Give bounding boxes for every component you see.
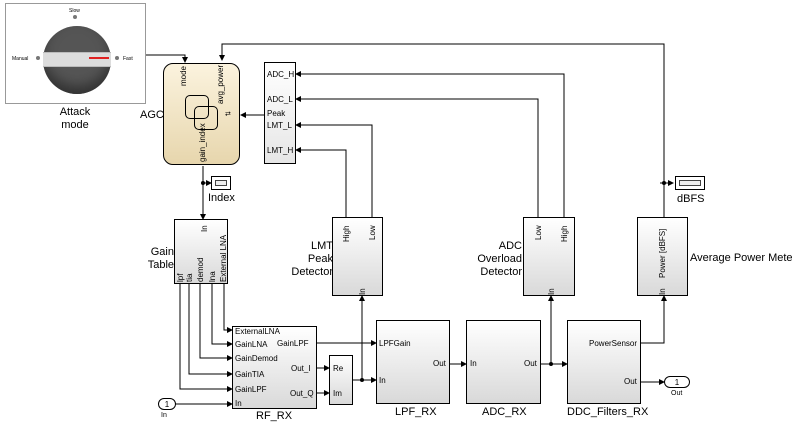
lmt-port-high: High bbox=[342, 225, 351, 242]
rf-rx-port-gain-tia: GainTIA bbox=[235, 370, 265, 379]
adc-detector-name: ADC Overload Detector bbox=[460, 240, 522, 279]
rf-rx-port-out-q: Out_Q bbox=[290, 389, 314, 398]
lpf-rx-port-in: In bbox=[379, 376, 386, 385]
attack-mode-knob-panel[interactable]: Slow Manual Fast bbox=[5, 3, 146, 104]
agc-port-avg-power: avg_power bbox=[216, 64, 225, 104]
peak-bus-block[interactable]: ADC_H ADC_L Peak LMT_L LMT_H bbox=[264, 62, 296, 164]
knob-slider-bar[interactable] bbox=[43, 52, 111, 67]
peak-port-lmt-l: LMT_L bbox=[267, 121, 292, 130]
inport-label: In bbox=[161, 412, 167, 419]
lmt-detector-name-line2: Peak bbox=[307, 253, 333, 265]
adc-detector-port-in: In bbox=[547, 288, 556, 295]
lpf-rx-block[interactable]: LPFGain In Out bbox=[376, 320, 450, 404]
rf-rx-port-in: In bbox=[235, 399, 242, 408]
complex-port-re: Re bbox=[333, 364, 344, 373]
ddc-filters-rx-name: DDC_Filters_RX bbox=[567, 406, 649, 418]
outport-label: Out bbox=[671, 390, 683, 397]
gain-table-block[interactable]: In lpf tia demod lna External LNA bbox=[174, 219, 228, 284]
knob-title-line1: Attack bbox=[59, 106, 91, 118]
lmt-detector-block[interactable]: High Low In bbox=[332, 217, 383, 296]
adc-rx-block[interactable]: In Out bbox=[466, 320, 541, 404]
rf-rx-port-gain-lpf-out: GainLPF bbox=[277, 339, 309, 348]
rf-rx-port-external-lna: ExternalLNA bbox=[235, 327, 280, 336]
index-scope-label: Index bbox=[208, 192, 235, 204]
adc-detector-name-line2: Overload bbox=[477, 253, 522, 265]
knob-fast-label: Fast bbox=[123, 56, 133, 62]
outport-number: 1 bbox=[674, 378, 680, 387]
power-meter-port-power: Power [dBFS] bbox=[658, 228, 667, 278]
outport-1[interactable]: 1 bbox=[664, 376, 690, 388]
lmt-detector-name: LMT Peak Detector bbox=[283, 240, 333, 279]
gain-table-port-tia: tia bbox=[185, 273, 194, 282]
knob-slow-dot bbox=[73, 15, 77, 19]
knob-manual-dot bbox=[36, 56, 40, 60]
knob-slow-label: Slow bbox=[69, 8, 80, 14]
agc-chart-block[interactable]: mode avg_power gain_index ⇄ bbox=[163, 63, 240, 165]
gain-table-name-line2: Table bbox=[147, 259, 174, 271]
agc-name: AGC bbox=[140, 109, 164, 121]
power-meter-port-in: In bbox=[658, 288, 667, 295]
peak-port-peak: Peak bbox=[267, 109, 286, 118]
ddc-port-power-sensor: PowerSensor bbox=[589, 339, 638, 348]
rf-rx-block[interactable]: ExternalLNA GainLNA GainDemod GainTIA Ga… bbox=[232, 326, 317, 409]
real-imag-to-complex-block[interactable]: Re Im bbox=[329, 355, 353, 405]
adc-detector-name-line3: Detector bbox=[480, 266, 522, 278]
adc-detector-name-line1: ADC bbox=[498, 240, 522, 252]
peak-port-adc-h: ADC_H bbox=[267, 70, 295, 79]
lpf-rx-port-gain: LPFGain bbox=[379, 339, 411, 348]
lmt-detector-name-line1: LMT bbox=[311, 240, 333, 252]
knob-title-line2: mode bbox=[61, 119, 89, 131]
lmt-port-in: In bbox=[358, 288, 367, 295]
adc-rx-port-in: In bbox=[470, 359, 477, 368]
lmt-port-low: Low bbox=[368, 225, 377, 240]
ddc-port-out: Out bbox=[624, 377, 637, 386]
rf-rx-port-gain-demod: GainDemod bbox=[235, 354, 278, 363]
complex-port-im: Im bbox=[333, 389, 342, 398]
index-scope[interactable] bbox=[211, 176, 231, 190]
knob-manual-label: Manual bbox=[12, 56, 29, 62]
agc-state-1 bbox=[185, 95, 209, 119]
ddc-filters-rx-block[interactable]: PowerSensor Out bbox=[567, 320, 641, 404]
agc-port-mode: mode bbox=[179, 65, 188, 86]
gain-table-port-in: In bbox=[200, 225, 209, 232]
lpf-rx-port-out: Out bbox=[433, 359, 446, 368]
knob-title: Attack mode bbox=[40, 106, 110, 132]
adc-rx-port-out: Out bbox=[524, 359, 537, 368]
agc-transition-icon: ⇄ bbox=[225, 111, 231, 118]
peak-port-lmt-h: LMT_H bbox=[267, 146, 294, 155]
adc-detector-port-low: Low bbox=[534, 225, 543, 240]
inport-1[interactable]: 1 bbox=[158, 398, 176, 410]
agc-state-2 bbox=[194, 106, 218, 130]
gain-table-port-demod: demod bbox=[196, 257, 205, 282]
power-meter-name: Average Power Meter bbox=[690, 252, 792, 264]
gain-table-port-external-lna: External LNA bbox=[219, 234, 228, 282]
rf-rx-port-gain-lpf-in: GainLPF bbox=[235, 385, 267, 394]
peak-port-adc-l: ADC_L bbox=[267, 95, 293, 104]
gain-table-name-line1: Gain bbox=[150, 246, 174, 258]
adc-detector-port-high: High bbox=[560, 225, 569, 242]
adc-detector-block[interactable]: Low High In bbox=[523, 217, 575, 296]
rf-rx-port-out-i: Out_I bbox=[291, 364, 311, 373]
rf-rx-name: RF_RX bbox=[256, 410, 293, 422]
lpf-rx-name: LPF_RX bbox=[395, 406, 437, 418]
inport-number: 1 bbox=[164, 400, 170, 409]
gain-table-port-lna: lna bbox=[208, 271, 217, 282]
lmt-detector-name-line3: Detector bbox=[291, 266, 333, 278]
adc-rx-name: ADC_RX bbox=[482, 406, 527, 418]
gain-table-name: Gain Table bbox=[136, 246, 174, 272]
knob-pointer bbox=[89, 57, 109, 59]
dbfs-scope[interactable] bbox=[675, 176, 705, 190]
dbfs-scope-label: dBFS bbox=[677, 193, 705, 205]
knob-fast-dot bbox=[115, 56, 119, 60]
power-meter-block[interactable]: Power [dBFS] In bbox=[637, 217, 688, 296]
rf-rx-port-gain-lna: GainLNA bbox=[235, 340, 268, 349]
